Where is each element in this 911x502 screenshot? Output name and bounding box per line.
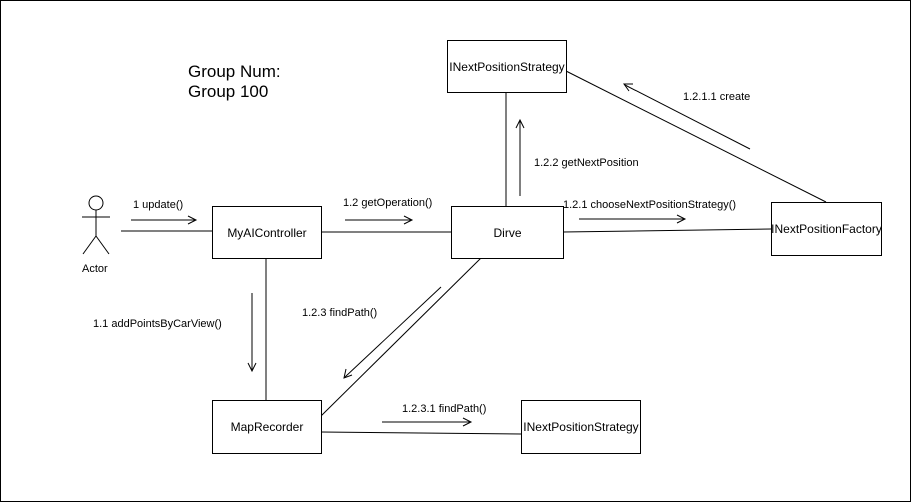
message-choose-strategy-label: 1.2.1 chooseNextPositionStrategy() <box>563 199 737 211</box>
message-find-path-inner-label: 1.2.3.1 findPath() <box>402 403 487 415</box>
message-add-points-label: 1.1 addPointsByCarView() <box>93 318 222 330</box>
group-number: Group 100 <box>188 82 269 101</box>
arrow-update <box>131 215 198 225</box>
object-strategy-top-label: INextPositionStrategy <box>449 59 565 74</box>
link-recorder-strategy-bottom <box>320 431 522 435</box>
link-drive-recorder <box>320 257 482 417</box>
object-strategy-bottom-label: INextPositionStrategy <box>523 420 639 434</box>
message-get-operation-label: 1.2 getOperation() <box>343 197 433 209</box>
group-num-label: Group Num: <box>188 62 281 81</box>
arrow-find-path-inner <box>382 417 473 427</box>
object-factory: INextPositionFactory <box>771 202 882 256</box>
link-strategy-factory <box>565 70 827 203</box>
object-controller-label: MyAIController <box>227 225 307 240</box>
arrow-find-path <box>343 286 442 379</box>
object-recorder: MapRecorder <box>212 400 322 454</box>
link-drive-factory <box>562 228 772 233</box>
actor-label: Actor <box>82 263 108 275</box>
object-strategy-top: INextPositionStrategy <box>447 40 567 93</box>
object-controller: MyAIController <box>212 206 322 259</box>
arrow-create <box>623 83 751 150</box>
arrow-get-operation <box>345 215 414 225</box>
actor-figure <box>82 195 110 255</box>
message-find-path-label: 1.2.3 findPath() <box>302 307 378 319</box>
object-factory-label: INextPositionFactory <box>771 222 882 236</box>
message-create-label: 1.2.1.1 create <box>683 91 751 103</box>
object-recorder-label: MapRecorder <box>230 420 304 434</box>
object-drive: Dirve <box>451 206 564 259</box>
arrow-choose-strategy <box>579 214 687 224</box>
object-drive-label: Dirve <box>493 225 522 240</box>
message-update-label: 1 update() <box>133 199 184 211</box>
object-strategy-bottom: INextPositionStrategy <box>521 400 641 454</box>
message-get-next-position-label: 1.2.2 getNextPosition <box>534 157 639 169</box>
arrow-add-points <box>247 293 257 373</box>
arrow-get-next-position <box>515 118 525 196</box>
